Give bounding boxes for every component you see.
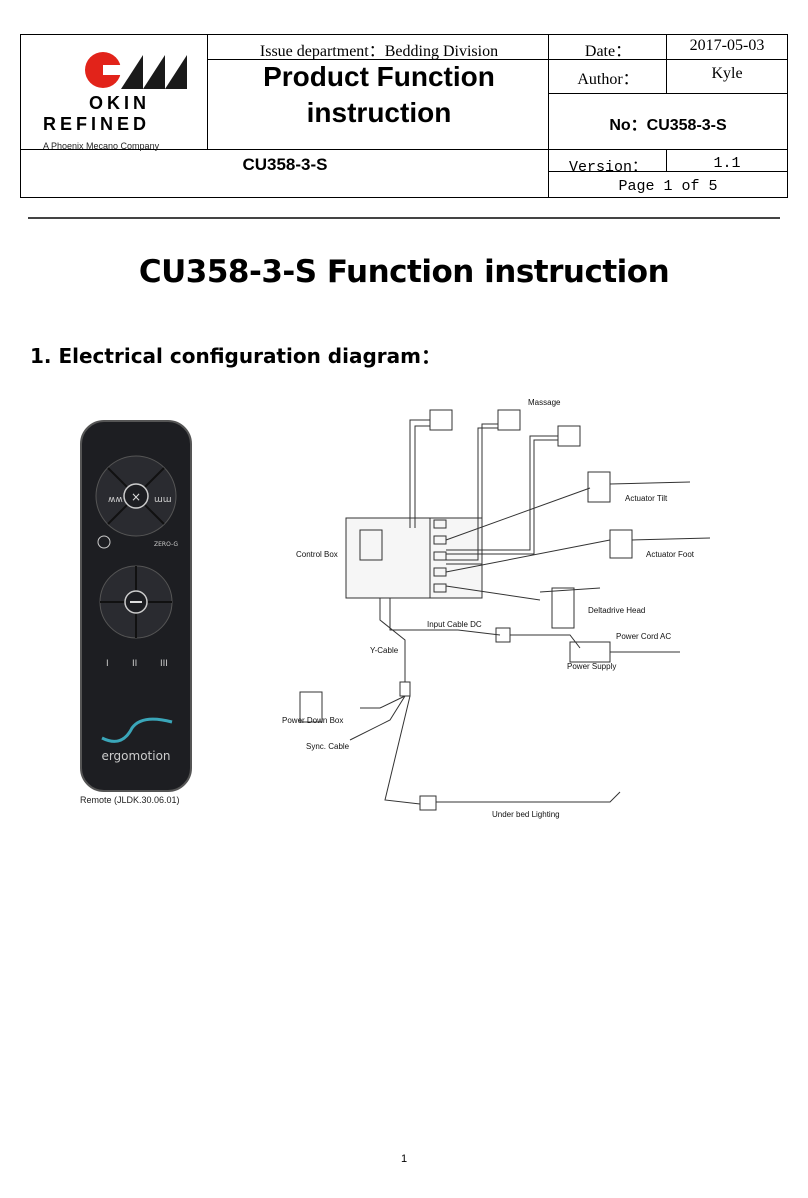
section-heading: 1. Electrical configuration diagram：	[30, 344, 441, 368]
svg-text:III: III	[160, 659, 168, 669]
svg-text:ʍʍ: ʍʍ	[108, 495, 123, 505]
label-y-cable: Y-Cable	[370, 646, 399, 655]
label-sync-cable: Sync. Cable	[306, 742, 350, 751]
header-rule	[28, 217, 780, 219]
label-control-box: Control Box	[296, 550, 338, 559]
brand-okin: OKIN	[89, 93, 150, 113]
svg-text:II: II	[132, 659, 137, 669]
label-power-cord: Power Cord AC	[616, 632, 672, 641]
label-actuator-tilt: Actuator Tilt	[625, 494, 668, 503]
remote-control-image: × ʍʍ ɯɯ ZERO-G I II III ergomotion	[80, 420, 192, 792]
version-label: Version：	[568, 159, 647, 176]
page-title: CU358-3-S Function instruction	[138, 254, 670, 290]
electrical-configuration-diagram: Massage Actuator Tilt Actuator Foot Cont…	[270, 390, 710, 830]
label-massage: Massage	[528, 398, 561, 407]
issue-department: Issue department：Bedding Division	[259, 43, 499, 60]
document-number: No：CU358-3-S	[609, 117, 727, 134]
okin-logo: OKIN REFINED A Phoenix Mecano Company	[31, 45, 201, 151]
svg-text:I: I	[106, 659, 109, 669]
label-input-cable: Input Cable DC	[427, 620, 482, 629]
label-deltadrive-head: Deltadrive Head	[588, 606, 646, 615]
remote-caption: Remote (JLDK.30.06.01)	[80, 795, 180, 805]
remote-brand: ergomotion	[101, 749, 170, 763]
brand-tagline: A Phoenix Mecano Company	[43, 141, 160, 151]
author-value: Kyle	[711, 65, 743, 82]
label-power-down-box: Power Down Box	[282, 716, 344, 725]
label-under-bed-lighting: Under bed Lighting	[492, 810, 560, 819]
version-value: 1.1	[713, 155, 741, 172]
label-actuator-foot: Actuator Foot	[646, 550, 695, 559]
label-power-supply: Power Supply	[567, 662, 617, 671]
page-info: Page 1 of 5	[618, 178, 718, 195]
date-value: 2017-05-03	[689, 37, 765, 54]
author-label: Author：	[577, 71, 639, 88]
header-product-code: CU358-3-S	[242, 155, 328, 174]
header-doc-title: Product Function instruction	[263, 61, 495, 128]
date-label: Date：	[584, 43, 632, 60]
page-number: 1	[400, 1153, 408, 1165]
svg-text:ZERO-G: ZERO-G	[154, 541, 178, 548]
brand-refined: REFINED	[43, 114, 151, 134]
document-header-table: OKIN REFINED A Phoenix Mecano Company Is…	[20, 34, 788, 198]
svg-text:×: ×	[131, 490, 141, 504]
svg-text:ɯɯ: ɯɯ	[154, 495, 172, 505]
